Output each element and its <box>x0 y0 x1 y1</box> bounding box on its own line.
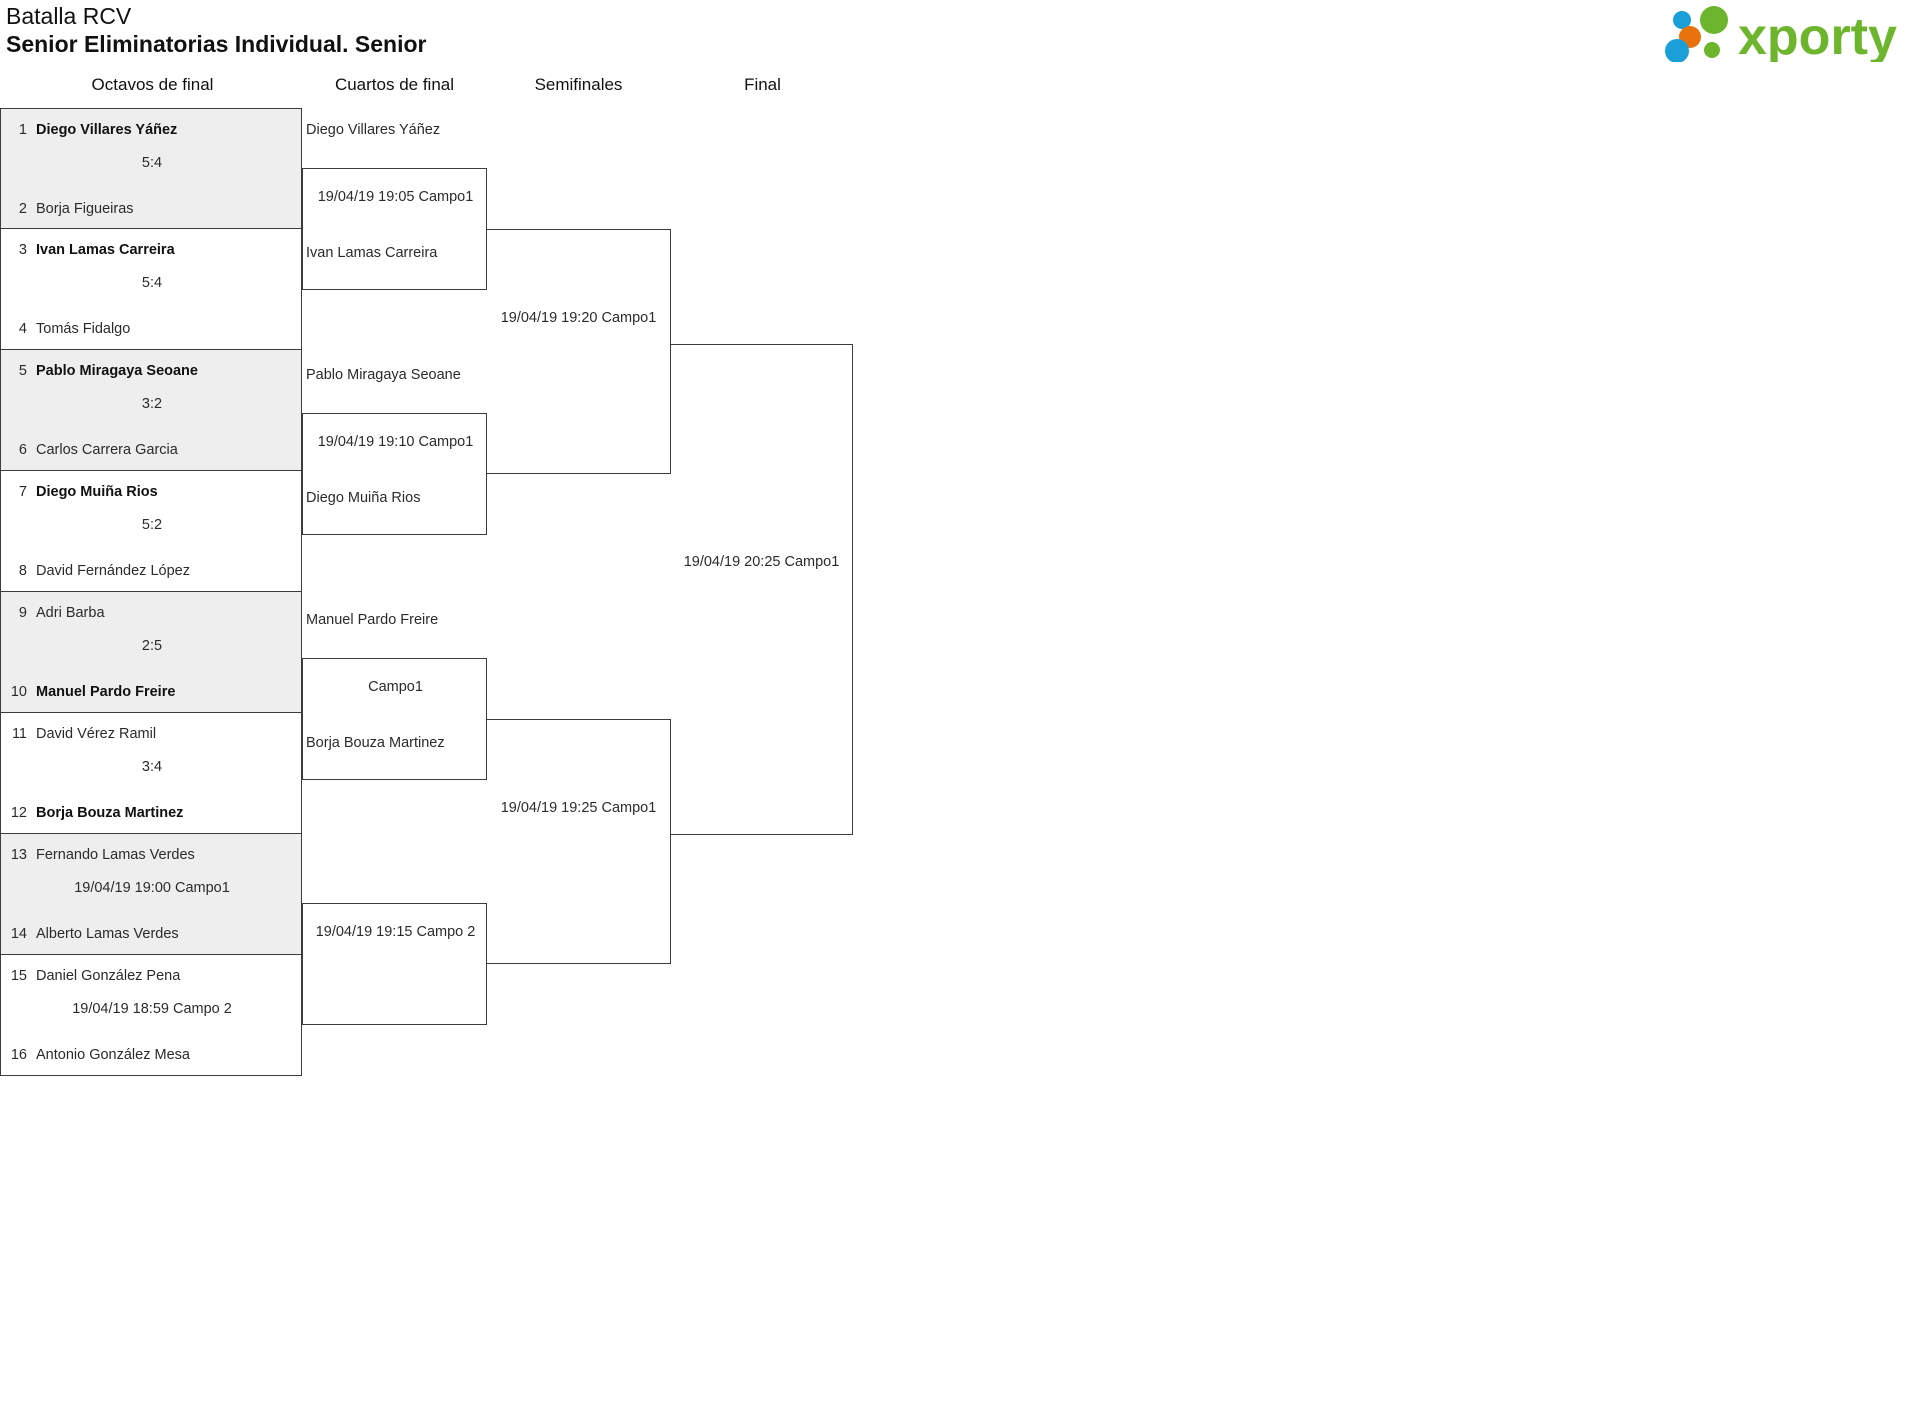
round-header-final: Final <box>744 75 781 94</box>
r2-player-name: Diego Muiña Rios <box>306 490 421 506</box>
r2-player-name: Ivan Lamas Carreira <box>306 245 438 261</box>
r1-slot-top[interactable]: 9 Adri Barba <box>1 599 303 627</box>
match-schedule: 19/04/19 19:25 Campo1 <box>500 800 657 816</box>
tournament-name: Batalla RCV <box>6 3 132 29</box>
seed-number: 8 <box>18 563 27 579</box>
r2-player-name: Manuel Pardo Freire <box>306 612 439 628</box>
seed-number: 2 <box>18 201 27 217</box>
r1-slot-bottom[interactable]: 12 Borja Bouza Martinez <box>1 799 303 827</box>
match-schedule: 19/04/19 18:59 Campo 2 <box>72 1001 232 1017</box>
seed-number: 7 <box>18 484 27 500</box>
seed-number: 1 <box>18 122 27 138</box>
player-name: Fernando Lamas Verdes <box>36 847 195 863</box>
player-name: Diego Villares Yáñez <box>36 122 178 138</box>
match-result: 5:2 <box>141 517 163 533</box>
seed-number: 12 <box>10 805 27 821</box>
r1-match-5[interactable]: 9 Adri Barba 2:5 10 Manuel Pardo Freire <box>0 592 302 713</box>
seed-number: 4 <box>18 321 27 337</box>
round-header-octavos: Octavos de final <box>91 75 214 94</box>
player-name: Adri Barba <box>36 605 105 621</box>
match-result: 2:5 <box>141 638 163 654</box>
player-name: David Fernández López <box>36 563 190 579</box>
r1-match-8[interactable]: 15 Daniel González Pena 19/04/19 18:59 C… <box>0 955 302 1076</box>
match-result: 5:4 <box>141 275 163 291</box>
r1-slot-bottom[interactable]: 8 David Fernández López <box>1 557 303 585</box>
player-name: Pablo Miragaya Seoane <box>36 363 198 379</box>
r2-match-1[interactable]: 19/04/19 19:05 Campo1 <box>302 168 487 290</box>
r1-slot-top[interactable]: 15 Daniel González Pena <box>1 962 303 990</box>
seed-number: 13 <box>10 847 27 863</box>
r1-match-2[interactable]: 3 Ivan Lamas Carreira 5:4 4 Tomás Fidalg… <box>0 229 302 350</box>
r2-player-name: Pablo Miragaya Seoane <box>306 367 461 383</box>
r1-slot-bottom[interactable]: 14 Alberto Lamas Verdes <box>1 920 303 948</box>
match-schedule: 19/04/19 19:00 Campo1 <box>74 880 230 896</box>
r1-slot-bottom[interactable]: 2 Borja Figueiras <box>1 195 303 223</box>
r2-match-3[interactable]: Campo1 <box>302 658 487 780</box>
round-header-cuartos: Cuartos de final <box>334 75 455 94</box>
seed-number: 16 <box>10 1047 27 1063</box>
match-result: 3:2 <box>141 396 163 412</box>
r1-slot-top[interactable]: 1 Diego Villares Yáñez <box>1 116 303 144</box>
seed-number: 11 <box>11 726 27 742</box>
svg-text:xporty: xporty <box>1738 8 1897 62</box>
match-schedule: 19/04/19 19:15 Campo 2 <box>315 924 476 940</box>
r1-slot-bottom[interactable]: 4 Tomás Fidalgo <box>1 315 303 343</box>
xporty-logo[interactable]: xporty <box>1660 4 1904 62</box>
seed-number: 10 <box>10 684 27 700</box>
tournament-subtitle: Senior Eliminatorias Individual. Senior <box>6 31 427 57</box>
r1-slot-top[interactable]: 7 Diego Muiña Rios <box>1 478 303 506</box>
player-name: Carlos Carrera Garcia <box>36 442 178 458</box>
player-name: Borja Figueiras <box>36 201 134 217</box>
player-name: Ivan Lamas Carreira <box>36 242 175 258</box>
r2-match-2[interactable]: 19/04/19 19:10 Campo1 <box>302 413 487 535</box>
match-result: 5:4 <box>141 155 163 171</box>
player-name: Antonio González Mesa <box>36 1047 190 1063</box>
r2-match-4[interactable]: 19/04/19 19:15 Campo 2 <box>302 903 487 1025</box>
player-name: David Vérez Ramil <box>36 726 157 742</box>
player-name: Daniel González Pena <box>36 968 181 984</box>
seed-number: 6 <box>18 442 27 458</box>
player-name: Tomás Fidalgo <box>36 321 131 337</box>
match-schedule: Campo1 <box>368 679 423 695</box>
r1-match-1[interactable]: 1 Diego Villares Yáñez 5:4 2 Borja Figue… <box>0 108 302 229</box>
match-schedule: 19/04/19 19:20 Campo1 <box>500 310 657 326</box>
player-name: Manuel Pardo Freire <box>36 684 176 700</box>
match-schedule: 19/04/19 19:10 Campo1 <box>317 434 474 450</box>
seed-number: 14 <box>10 926 27 942</box>
page-title: Batalla RCV Senior Eliminatorias Individ… <box>6 2 426 59</box>
seed-number: 5 <box>18 363 27 379</box>
r1-slot-bottom[interactable]: 10 Manuel Pardo Freire <box>1 678 303 706</box>
r1-slot-bottom[interactable]: 16 Antonio González Mesa <box>1 1041 303 1069</box>
final-match[interactable] <box>670 344 853 835</box>
r1-slot-top[interactable]: 11 David Vérez Ramil <box>1 720 303 748</box>
match-schedule: 19/04/19 20:25 Campo1 <box>683 554 840 570</box>
round-header-semifinales: Semifinales <box>534 75 623 94</box>
r1-match-4[interactable]: 7 Diego Muiña Rios 5:2 8 David Fernández… <box>0 471 302 592</box>
r1-slot-top[interactable]: 5 Pablo Miragaya Seoane <box>1 357 303 385</box>
r3-match-2[interactable] <box>486 719 671 964</box>
r2-player-name: Diego Villares Yáñez <box>306 122 441 138</box>
player-name: Borja Bouza Martinez <box>36 805 184 821</box>
seed-number: 3 <box>18 242 27 258</box>
r1-match-6[interactable]: 11 David Vérez Ramil 3:4 12 Borja Bouza … <box>0 713 302 834</box>
r1-match-7[interactable]: 13 Fernando Lamas Verdes 19/04/19 19:00 … <box>0 834 302 955</box>
round-1-column: 1 Diego Villares Yáñez 5:4 2 Borja Figue… <box>0 108 302 1076</box>
r1-slot-bottom[interactable]: 6 Carlos Carrera Garcia <box>1 436 303 464</box>
seed-number: 15 <box>10 968 27 984</box>
player-name: Diego Muiña Rios <box>36 484 158 500</box>
r1-slot-top[interactable]: 13 Fernando Lamas Verdes <box>1 841 303 869</box>
r1-slot-top[interactable]: 3 Ivan Lamas Carreira <box>1 236 303 264</box>
r1-match-3[interactable]: 5 Pablo Miragaya Seoane 3:2 6 Carlos Car… <box>0 350 302 471</box>
r2-player-name: Borja Bouza Martinez <box>306 735 445 751</box>
player-name: Alberto Lamas Verdes <box>36 926 179 942</box>
match-schedule: 19/04/19 19:05 Campo1 <box>317 189 474 205</box>
r3-match-1[interactable] <box>486 229 671 474</box>
seed-number: 9 <box>18 605 27 621</box>
match-result: 3:4 <box>141 759 163 775</box>
